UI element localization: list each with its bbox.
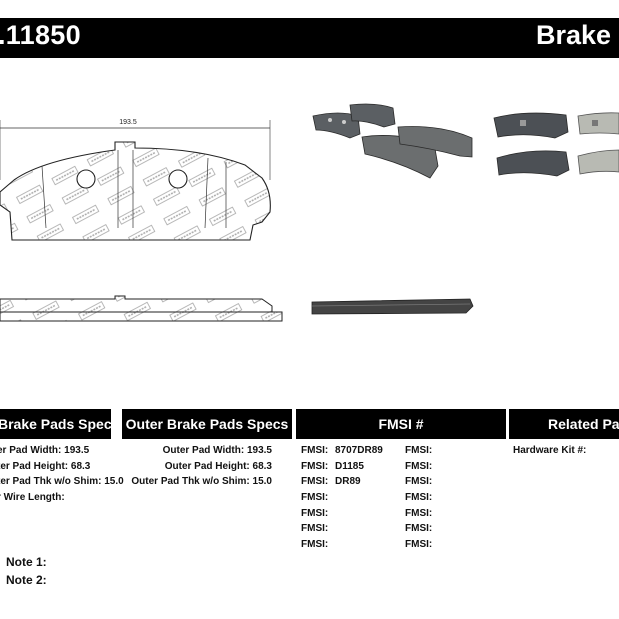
spec-value: 193.5	[246, 445, 272, 456]
fmsi-label: FMSI:	[301, 476, 329, 487]
fmsi-label: FMSI:	[301, 539, 329, 550]
fmsi-row: FMSI:	[301, 492, 328, 504]
spec-value: 15.0	[252, 476, 272, 487]
fmsi-label: FMSI:	[405, 523, 433, 534]
inner-spec-row: r Wire Length:	[0, 492, 65, 504]
fmsi-label: FMSI:	[405, 461, 433, 472]
spec-value: 68.3	[70, 461, 91, 472]
spec-label: ter Pad Height:	[0, 461, 69, 472]
spec-value: 68.3	[252, 461, 272, 472]
note-1: Note 1:	[6, 555, 47, 569]
fmsi-row: FMSI:	[301, 508, 328, 520]
spec-label: ter Pad Thk w/o Shim:	[0, 476, 102, 487]
fmsi-label: FMSI:	[301, 508, 329, 519]
fmsi-label: FMSI:	[301, 523, 329, 534]
hardware-kit-label: Hardware Kit #:	[513, 445, 587, 456]
fmsi-label: FMSI:	[405, 445, 433, 456]
fmsi-value: 8707DR89	[335, 445, 383, 456]
fmsi-value: D1185	[335, 461, 364, 472]
width-dimension: 193.5	[0, 119, 271, 180]
spec-label: r Wire Length:	[0, 492, 65, 503]
spec-value: 15.0	[104, 476, 124, 487]
width-dimension-label: 193.5	[119, 119, 137, 126]
inner-specs-header: Brake Pads Specs	[0, 409, 111, 439]
product-photo-pad-edge	[311, 298, 474, 315]
outer-spec-row: Outer Pad Thk w/o Shim: 15.0	[131, 476, 272, 488]
outer-spec-row: Outer Pad Height: 68.3	[165, 461, 272, 473]
fmsi-row: FMSI:	[301, 539, 328, 551]
pad-drawing: 193.5	[0, 103, 619, 322]
fmsi-row: FMSI: D1185	[301, 461, 364, 473]
fmsi-header: FMSI #	[296, 409, 506, 439]
spec-label: Outer Pad Thk w/o Shim:	[131, 476, 250, 487]
spec-label: er Pad Width:	[0, 445, 62, 456]
fmsi-label: FMSI:	[405, 492, 433, 503]
related-parts-header: Related Par	[509, 409, 619, 439]
note-label: Note 1:	[6, 555, 47, 569]
spec-label: Outer Pad Width:	[162, 445, 245, 456]
spec-label: Outer Pad Height:	[164, 461, 250, 472]
fmsi-value: DR89	[335, 476, 361, 487]
fmsi-label: FMSI:	[301, 461, 329, 472]
spec-value: 193.5	[64, 445, 90, 456]
pad-side-profile	[0, 295, 283, 322]
product-photo-pad-set	[312, 103, 473, 179]
note-label: Note 2:	[6, 573, 47, 587]
outer-spec-row: Outer Pad Width: 193.5	[163, 445, 272, 457]
fmsi-label: FMSI:	[405, 539, 433, 550]
outer-specs-header: Outer Brake Pads Specs	[122, 409, 292, 439]
fmsi-label: FMSI:	[301, 492, 329, 503]
part-number: .11850	[0, 20, 81, 50]
product-photo-pad-pairs	[493, 112, 619, 177]
note-2: Note 2:	[6, 573, 47, 587]
inner-spec-row: ter Pad Height: 68.3	[0, 461, 90, 473]
pad-face-outline	[0, 141, 271, 241]
fmsi-label: FMSI:	[301, 445, 329, 456]
hardware-kit-row: Hardware Kit #:	[513, 445, 586, 457]
fmsi-label: FMSI:	[405, 508, 433, 519]
title-bar: .11850 Brake P	[0, 18, 619, 58]
fmsi-row: FMSI:	[301, 523, 328, 535]
fmsi-row: FMSI: 8707DR89	[301, 445, 383, 457]
fmsi-row: FMSI: DR89	[301, 476, 361, 488]
inner-spec-row: ter Pad Thk w/o Shim: 15.0	[0, 476, 124, 488]
brand-title: Brake P	[536, 20, 619, 50]
inner-spec-row: er Pad Width: 193.5	[0, 445, 89, 457]
fmsi-label: FMSI:	[405, 476, 433, 487]
